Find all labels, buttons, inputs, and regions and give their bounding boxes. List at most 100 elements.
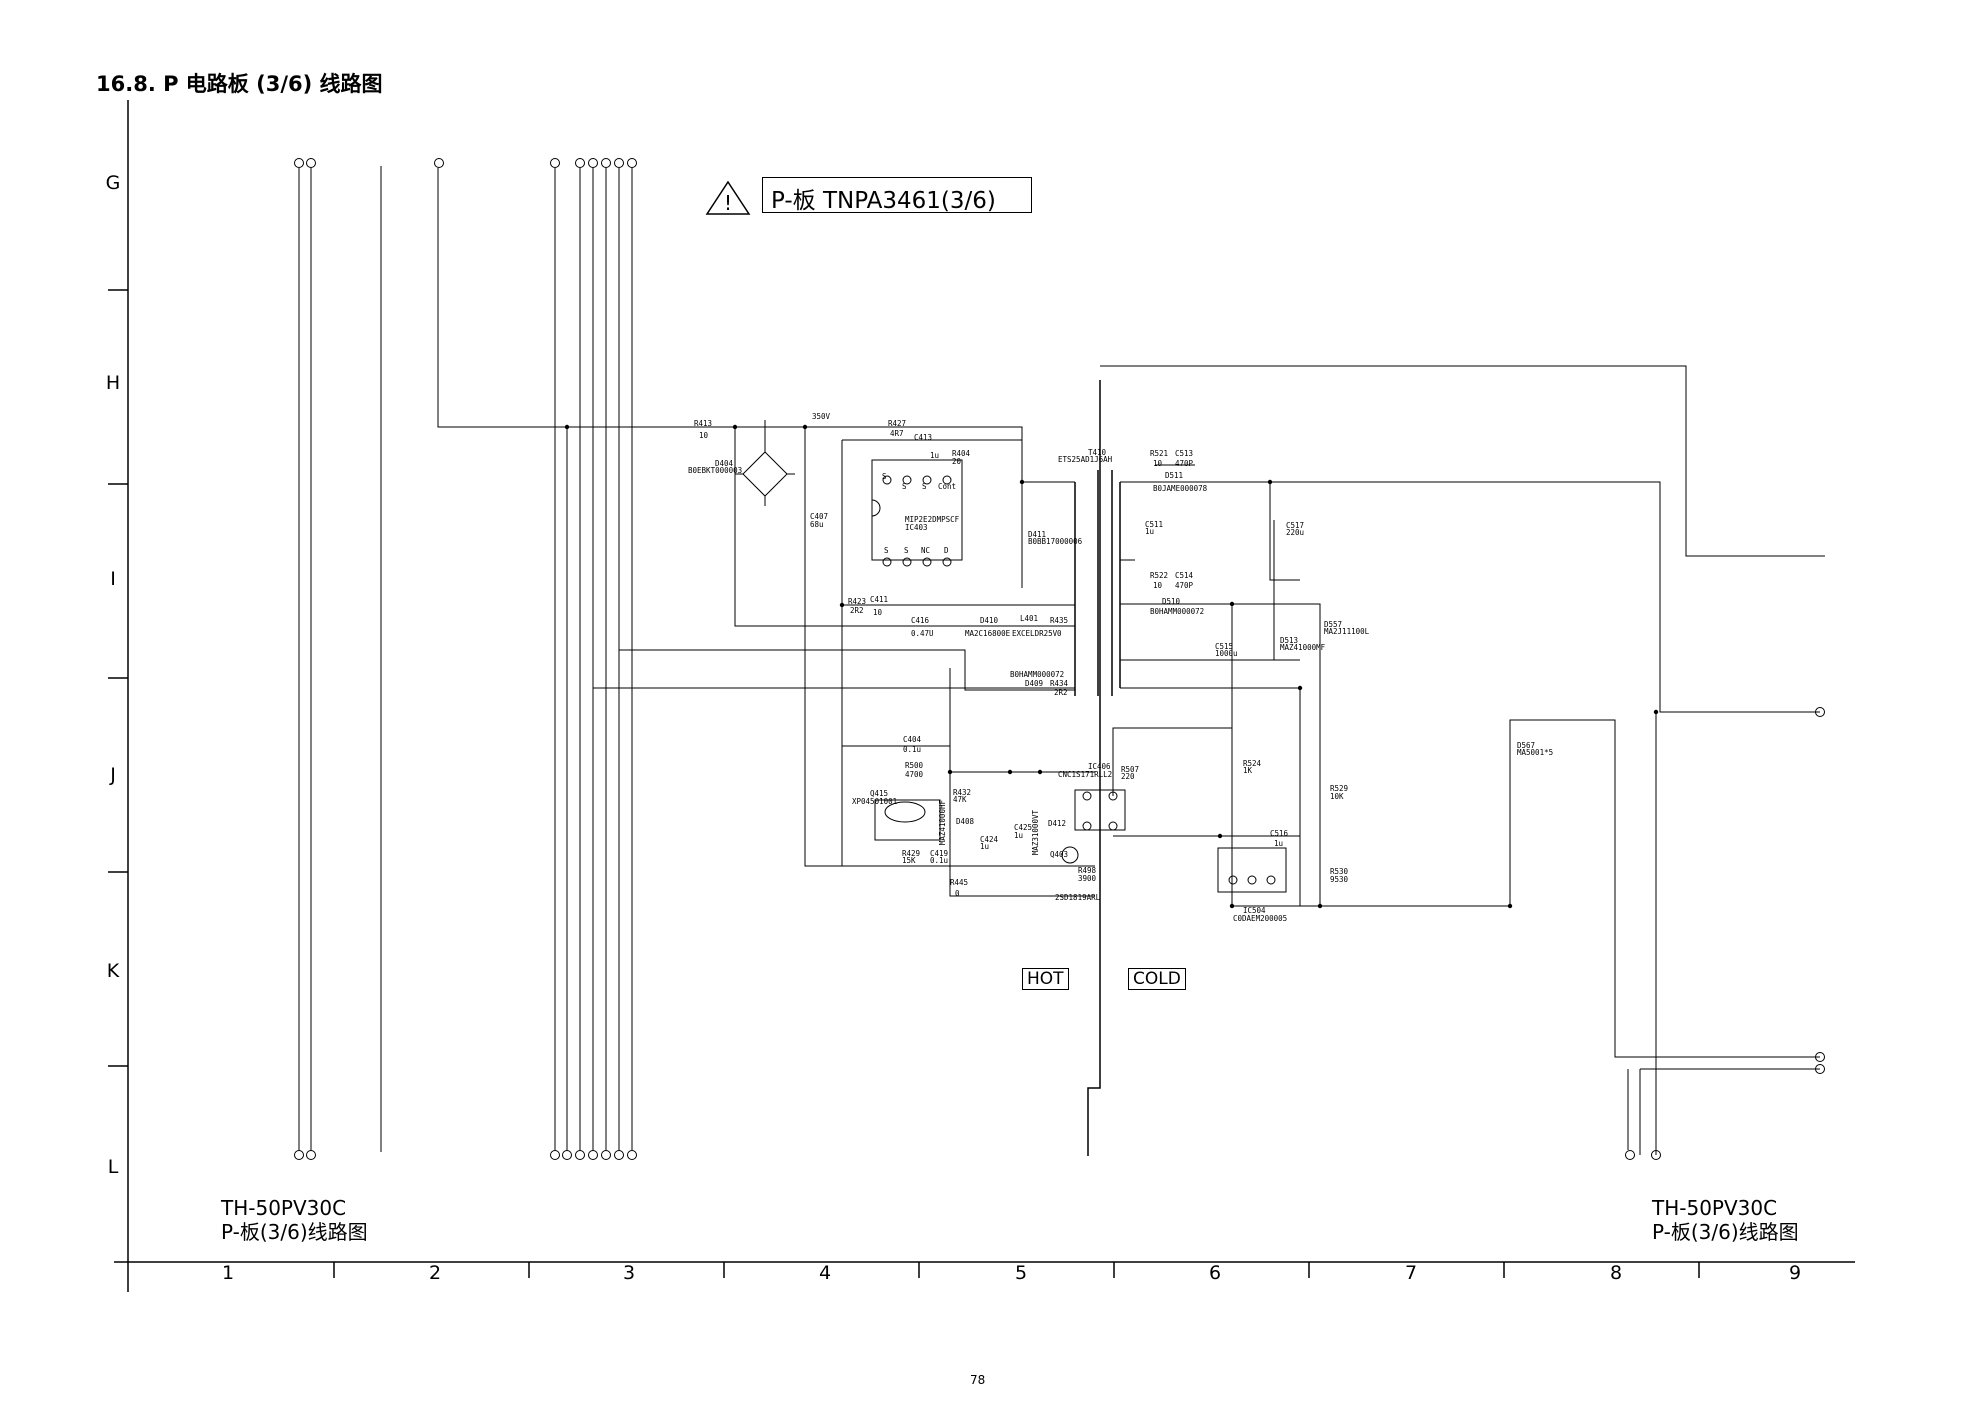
col-label-2: 2 <box>428 1262 442 1284</box>
label-c517: C517 <box>1286 521 1305 530</box>
d567-branch <box>1509 712 1820 1155</box>
col-ticks <box>333 1262 1700 1278</box>
label-c424: C424 <box>980 835 999 844</box>
label-d511-pn: B0JAME000078 <box>1153 484 1208 493</box>
row-label-l: L <box>107 1156 119 1178</box>
label-pin-s5: S <box>904 546 909 555</box>
label-ic406-pn: CNC1S171RLL2 <box>1058 770 1113 779</box>
q415-transistor <box>874 799 941 841</box>
col-label-3: 3 <box>622 1262 636 1284</box>
label-r529-val: 10K <box>1330 792 1344 801</box>
label-r434: R434 <box>1050 679 1069 688</box>
label-ic406: IC406 <box>1088 762 1111 771</box>
connector-lines <box>298 166 1023 1152</box>
label-r521-val: 10 <box>1153 459 1163 468</box>
zone-cold-label: COLD <box>1128 968 1186 990</box>
label-r429-val: 15K <box>902 856 916 865</box>
ic406-optocoupler <box>1074 727 1232 831</box>
ic403-body <box>871 459 963 561</box>
row-label-k: K <box>106 960 120 982</box>
model-right-name: TH-50PV30C <box>1652 1196 1778 1220</box>
label-q403-pn: 2SD1819ARL <box>1055 893 1101 902</box>
row-label-j: J <box>110 764 116 786</box>
label-r507: R507 <box>1121 765 1140 774</box>
label-r500-val: 4700 <box>905 770 924 779</box>
label-c404: C404 <box>903 735 922 744</box>
label-d510: D510 <box>1162 597 1181 606</box>
label-pin-s1: S <box>882 472 887 481</box>
label-q403: Q403 <box>1050 850 1069 859</box>
page-heading: 16.8. P 电路板 (3/6) 线路图 <box>96 72 383 96</box>
col-label-5: 5 <box>1014 1262 1028 1284</box>
label-c411: C411 <box>870 595 889 604</box>
q403-transistor <box>1061 846 1079 864</box>
label-d567-pn: MA5001*5 <box>1517 748 1554 757</box>
label-d404: D404 <box>715 459 734 468</box>
label-d410-pn: MA2C16800E <box>965 629 1011 638</box>
label-r427-val: 4R7 <box>890 429 904 438</box>
model-label-right: TH-50PV30C P-板(3/6)线路图 <box>1652 1196 1799 1244</box>
label-c407: C407 <box>810 512 829 521</box>
label-d409-pn: B0HAMM000072 <box>1010 670 1065 679</box>
label-r507-val: 220 <box>1121 772 1135 781</box>
label-r413: R413 <box>694 419 713 428</box>
model-right-board: P-板(3/6)线路图 <box>1652 1220 1799 1244</box>
label-r435: R435 <box>1050 616 1069 625</box>
row-label-h: H <box>105 372 121 394</box>
ic504-regulator <box>1113 835 1510 907</box>
label-r427: R427 <box>888 419 907 428</box>
bridge-rectifier <box>735 420 795 506</box>
row-ticks <box>108 289 128 1067</box>
col-label-6: 6 <box>1208 1262 1222 1284</box>
col-label-9: 9 <box>1788 1262 1802 1284</box>
row-label-g: G <box>105 172 121 194</box>
label-c514: C514 <box>1175 571 1194 580</box>
label-r445-val: 0 <box>955 889 960 898</box>
label-c425: C425 <box>1014 823 1033 832</box>
label-r529: R529 <box>1330 784 1349 793</box>
label-pin-s4: S <box>884 546 889 555</box>
warning-icon: ! <box>705 180 751 220</box>
label-r435-val: 0 <box>1057 629 1062 638</box>
label-r524-val: 1K <box>1243 766 1253 775</box>
label-r522: R522 <box>1150 571 1169 580</box>
label-c516: C516 <box>1270 829 1289 838</box>
model-left-board: P-板(3/6)线路图 <box>221 1220 368 1244</box>
label-t410: T410 <box>1088 448 1107 457</box>
label-d412: D412 <box>1048 819 1067 828</box>
label-r423: R423 <box>848 597 867 606</box>
transformer-t410 <box>1074 470 1121 696</box>
label-c413: C413 <box>914 433 933 442</box>
label-l401-pn: EXCELDR25V <box>1012 629 1058 638</box>
label-c419-val: 0.1u <box>930 856 949 865</box>
label-c514-val: 470P <box>1175 581 1194 590</box>
label-q415-pn: XP04501001 <box>852 797 898 806</box>
label-r530: R530 <box>1330 867 1349 876</box>
label-c416: C416 <box>911 616 930 625</box>
label-r404: R404 <box>952 449 971 458</box>
label-r445: R445 <box>950 878 969 887</box>
label-c413-val: 1u <box>930 451 940 460</box>
label-c516-val: 1u <box>1274 839 1284 848</box>
primary-wiring <box>804 425 1095 897</box>
label-pin-cont: Cont <box>938 482 957 491</box>
label-r413-val: 10 <box>699 431 709 440</box>
label-d557: D557 <box>1324 620 1343 629</box>
col-label-1: 1 <box>221 1262 235 1284</box>
label-d411: D411 <box>1028 530 1047 539</box>
label-d404-pn: B0EBKT000003 <box>688 466 743 475</box>
connector-terminals <box>294 158 1825 1160</box>
label-r432-val: 47K <box>953 795 967 804</box>
label-r521: R521 <box>1150 449 1169 458</box>
label-pin-nc: NC <box>921 546 931 555</box>
label-c513-val: 470P <box>1175 459 1194 468</box>
label-pin-s3: S <box>922 482 927 491</box>
label-c425-val: 1u <box>1014 831 1024 840</box>
label-d412-pn: MAZ31000VT <box>1031 810 1040 856</box>
ic403-pins <box>882 475 952 567</box>
model-left-name: TH-50PV30C <box>221 1196 347 1220</box>
zone-hot-label: HOT <box>1022 968 1069 990</box>
isolation-divider <box>1087 380 1101 1156</box>
label-ma-zener: MAZ41000HF <box>938 800 947 846</box>
board-title: P-板 TNPA3461(3/6) <box>771 188 996 214</box>
